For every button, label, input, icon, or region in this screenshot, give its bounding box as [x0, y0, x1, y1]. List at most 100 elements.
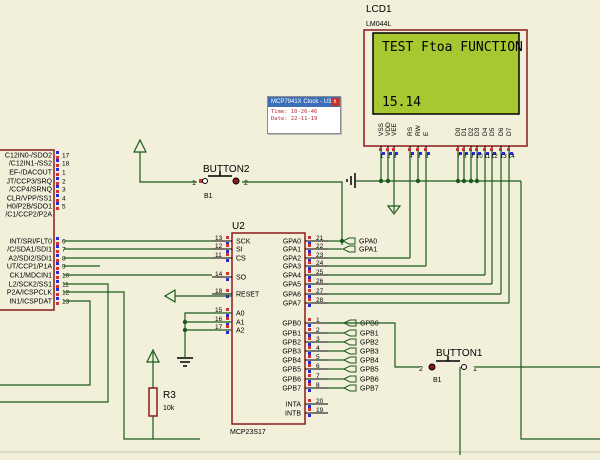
u2-pin-dot — [308, 337, 311, 340]
mcu-pin-number: 8 — [62, 256, 66, 263]
lcd-pin-number: 8 — [463, 154, 467, 160]
gpb-net-flag — [342, 375, 357, 383]
mcu-pin-dot-red — [56, 182, 59, 185]
lcd-pin-number: 11 — [484, 154, 491, 160]
u2-pin-dot — [308, 364, 311, 367]
u2-pin-name: SO — [236, 275, 247, 282]
u2-pin-number: 13 — [215, 235, 223, 242]
u2-part: MCP23S17 — [230, 429, 266, 436]
lcd-pin-name: D2 — [468, 127, 475, 136]
u2-pin-number: 15 — [215, 307, 223, 314]
lcd-pin-dot — [379, 148, 382, 151]
u2-pin-dot-blue — [226, 331, 229, 334]
gpb-net-label: GPB3 — [360, 349, 379, 356]
mcu-pin-number: 13 — [62, 299, 70, 306]
button2-ref: B1 — [204, 193, 213, 200]
lcd-pin-name: VEE — [391, 122, 398, 136]
u2-pin-name: GPB1 — [282, 331, 301, 338]
mcu-pin-dot-red — [56, 293, 59, 296]
r3[interactable]: R3 10k — [148, 387, 176, 417]
lcd-pin-num-dot — [427, 152, 430, 155]
u2-pin-dot-blue — [226, 259, 229, 262]
mcu-pin-dot — [56, 237, 59, 240]
u2-pin-name: GPA5 — [283, 282, 301, 289]
u2-pin-name: SI — [236, 247, 243, 254]
u2-pin-dot-blue — [226, 314, 229, 317]
close-icon[interactable]: x — [331, 98, 339, 106]
mcu-pin-name: C12IN0-/SDO2 — [5, 153, 52, 160]
gpb-net-label: GPB2 — [360, 340, 379, 347]
lcd-pin-name: VDD — [385, 122, 392, 136]
lcd-pin-dot — [499, 148, 502, 151]
lcd-pin-dot — [490, 148, 493, 151]
u2-pin-dot — [308, 236, 311, 239]
u2-pin-dot — [308, 289, 311, 292]
clock-window-titlebar[interactable]: MCP7941X Clock - U3 x — [268, 97, 340, 107]
gpb-net-label: GPB4 — [360, 358, 379, 365]
mcu-pin-dot-red — [56, 276, 59, 279]
clock-window-title: MCP7941X Clock - U3 — [271, 99, 332, 105]
gpb-net-flag — [342, 347, 357, 355]
lcd-pins: VSS1VDD2VEE3RS4RW5E6D07D18D29D310D411D51… — [378, 122, 515, 160]
lcd-pin-number: 4 — [409, 154, 413, 160]
lcd-pin-dot — [469, 148, 472, 151]
lcd1[interactable]: LCD1 LM044L TEST Ftoa FUNCTION 15.14 VSS… — [363, 4, 528, 160]
lcd-pin-num-dot — [465, 152, 468, 155]
u2-pin-number: 12 — [215, 243, 223, 250]
u2-pin-number: 14 — [215, 271, 223, 278]
mcu-pin-dot-red — [56, 259, 59, 262]
u2-pin-number: 18 — [215, 288, 223, 295]
u2-pin-dot — [308, 408, 311, 411]
lcd-pin-num-dot — [486, 152, 489, 155]
gpb-net-flag — [342, 356, 357, 364]
lcd-pin-num-dot — [502, 152, 505, 155]
u2-pin-number: 16 — [215, 316, 223, 323]
u2-pin-number: 19 — [316, 407, 324, 414]
u2-pin-dot — [308, 374, 311, 377]
u2-pin-name: SCK — [236, 239, 251, 246]
button1-ref: B1 — [433, 377, 442, 384]
mcu-pin-number: 6 — [62, 239, 66, 246]
lcd-pin-dot — [408, 148, 411, 151]
u2-pin-name: GPA6 — [283, 292, 301, 299]
button1[interactable]: BUTTON1 B1 2 1 — [419, 348, 483, 384]
lcd-pin-num-dot — [382, 152, 385, 155]
u2-pin-name: INTB — [285, 411, 301, 418]
mcu-pin-name: IN1/ICSPDAT — [9, 299, 52, 306]
mcu-pin-dot-red — [56, 242, 59, 245]
u2-pin-name: GPA7 — [283, 301, 301, 308]
r3-body — [148, 387, 158, 417]
mcu-pin-dot — [56, 297, 59, 300]
u2-body — [231, 232, 306, 425]
lcd-pin-number: 2 — [387, 154, 391, 160]
u2-pin-name: GPB4 — [282, 358, 301, 365]
lcd-pin-dot — [392, 148, 395, 151]
u2-pin-name: CS — [236, 256, 246, 263]
lcd-pin-number: 14 — [508, 154, 515, 160]
lcd-pin-name: D5 — [489, 127, 496, 136]
lcd-pin-number: 9 — [470, 154, 474, 160]
u2-pin-name: GPB6 — [282, 377, 301, 384]
ground-u2 — [177, 357, 193, 367]
mcu-pin-dot-red — [56, 250, 59, 253]
mcu-pin-number: 18 — [62, 161, 70, 168]
u2-pin-number: 11 — [215, 252, 222, 259]
u2-pin-dot-blue — [226, 278, 229, 281]
mcu-pin-name: CLR/VPP/SS1 — [7, 196, 52, 203]
mcu-pin-name: JT/CCP3/SRQ — [6, 179, 52, 186]
mcu-pin-name: CK1/MDCIN1 — [10, 273, 53, 280]
button2[interactable]: BUTTON2 B1 1 2 — [192, 164, 250, 200]
lcd-pin-name: VSS — [378, 122, 385, 136]
u2-pin-dot-blue — [308, 334, 311, 337]
lcd-pin-name: RW — [415, 124, 422, 136]
u2-pin-number: 4 — [316, 345, 320, 352]
u2-pin-number: 26 — [316, 278, 324, 285]
u2-pin-dot — [308, 253, 311, 256]
u2-pin-dot — [226, 317, 229, 320]
clock-window[interactable]: MCP7941X Clock - U3 x Time: 10-26-46 Dat… — [267, 96, 341, 134]
gpb-net-label: GPB6 — [360, 377, 379, 384]
u2-pin-dot-blue — [308, 250, 311, 253]
